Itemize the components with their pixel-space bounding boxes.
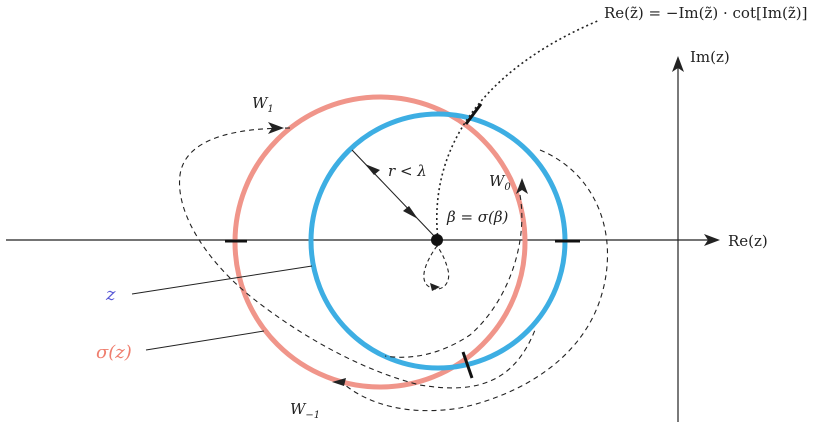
fixed-point-label: β = σ(β): [446, 208, 509, 226]
w-1-label: W−1: [290, 400, 320, 421]
fixed-point-dot: [431, 234, 443, 246]
z-leader-line: [131, 265, 313, 295]
tick-bottom: [461, 351, 474, 379]
w-1-dashed-path: [344, 149, 609, 412]
w-1-arrowhead: [332, 378, 346, 386]
sigma-z-circle: [232, 94, 528, 390]
sigma-leader-line: [145, 330, 265, 351]
small-loop: [423, 245, 450, 290]
small-loop-arrowhead: [430, 283, 440, 291]
dotted-curve: [436, 19, 601, 241]
radius-arrowhead-upper: [365, 164, 380, 175]
sigma-z-label: σ(z): [96, 342, 132, 363]
w1-label: W1: [252, 94, 274, 115]
re-axis-label: Re(z): [728, 232, 768, 250]
w0-arrowhead: [516, 178, 528, 194]
z-label: z: [105, 284, 116, 305]
w1-dashed-path: [178, 127, 536, 389]
tick-top: [464, 103, 483, 125]
w0-dashed-path: [384, 194, 523, 358]
radius-label: r < λ: [388, 162, 427, 180]
real-axis-arrowhead: [704, 234, 720, 246]
radius-arrowhead-lower: [403, 206, 418, 219]
w0-label: W0: [489, 172, 511, 193]
w1-arrowhead: [268, 122, 284, 134]
imaginary-axis-arrowhead: [672, 56, 684, 72]
im-axis-label: Im(z): [690, 48, 730, 66]
curve-equation-label: Re(z̃) = −Im(z̃) · cot[Im(z̃)]: [604, 4, 807, 22]
